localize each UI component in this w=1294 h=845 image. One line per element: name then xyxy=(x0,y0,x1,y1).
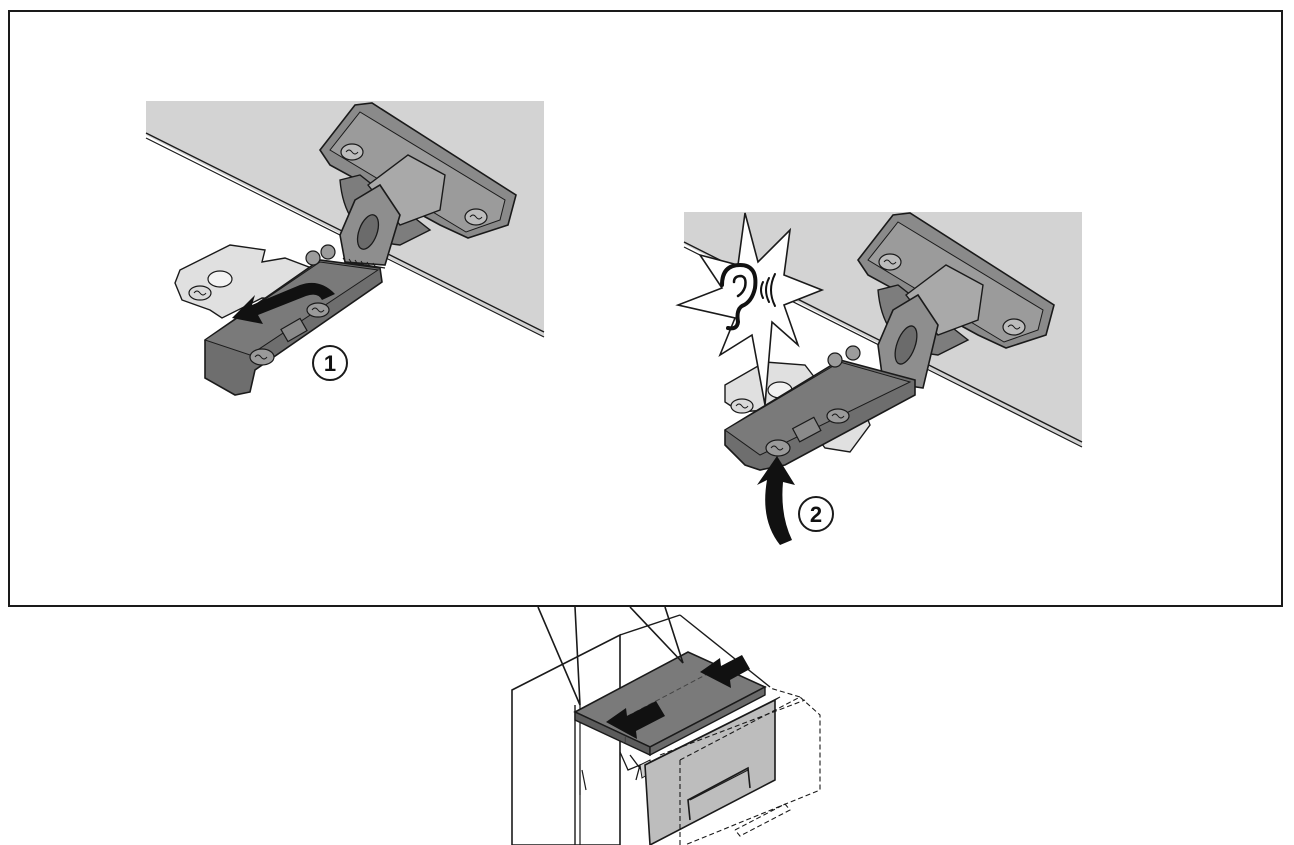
step-1-number: 1 xyxy=(324,351,336,376)
mounting-plate xyxy=(174,244,332,319)
hinge-arm xyxy=(339,154,446,270)
cabinet-overview: ┘ xyxy=(511,606,821,845)
ear-icon xyxy=(720,262,758,331)
detail-callout-frame xyxy=(8,10,1283,607)
click-burst-icon xyxy=(675,212,825,406)
step-1-hinge-detail: 1 xyxy=(145,101,545,396)
cabinet-side xyxy=(511,614,771,845)
step-2-hinge-detail: 2 xyxy=(675,212,1083,545)
flap-arrow-right-icon xyxy=(700,655,750,688)
step-1-badge: 1 xyxy=(312,345,348,381)
sound-waves-icon xyxy=(760,273,776,307)
hinge-base-arm xyxy=(203,244,383,396)
press-up-arrow-icon xyxy=(757,456,795,545)
step-2-badge: 2 xyxy=(798,496,834,532)
open-position-outline xyxy=(659,687,821,845)
svg-text:┘: ┘ xyxy=(622,736,628,747)
hinge-base-arm-2 xyxy=(724,345,916,471)
hinge-arm-2 xyxy=(877,264,984,390)
step-2-number: 2 xyxy=(810,502,822,527)
flap-arrow-left-icon xyxy=(606,701,665,739)
callout-lines xyxy=(537,606,684,706)
slide-out-arrow-icon xyxy=(232,282,335,324)
